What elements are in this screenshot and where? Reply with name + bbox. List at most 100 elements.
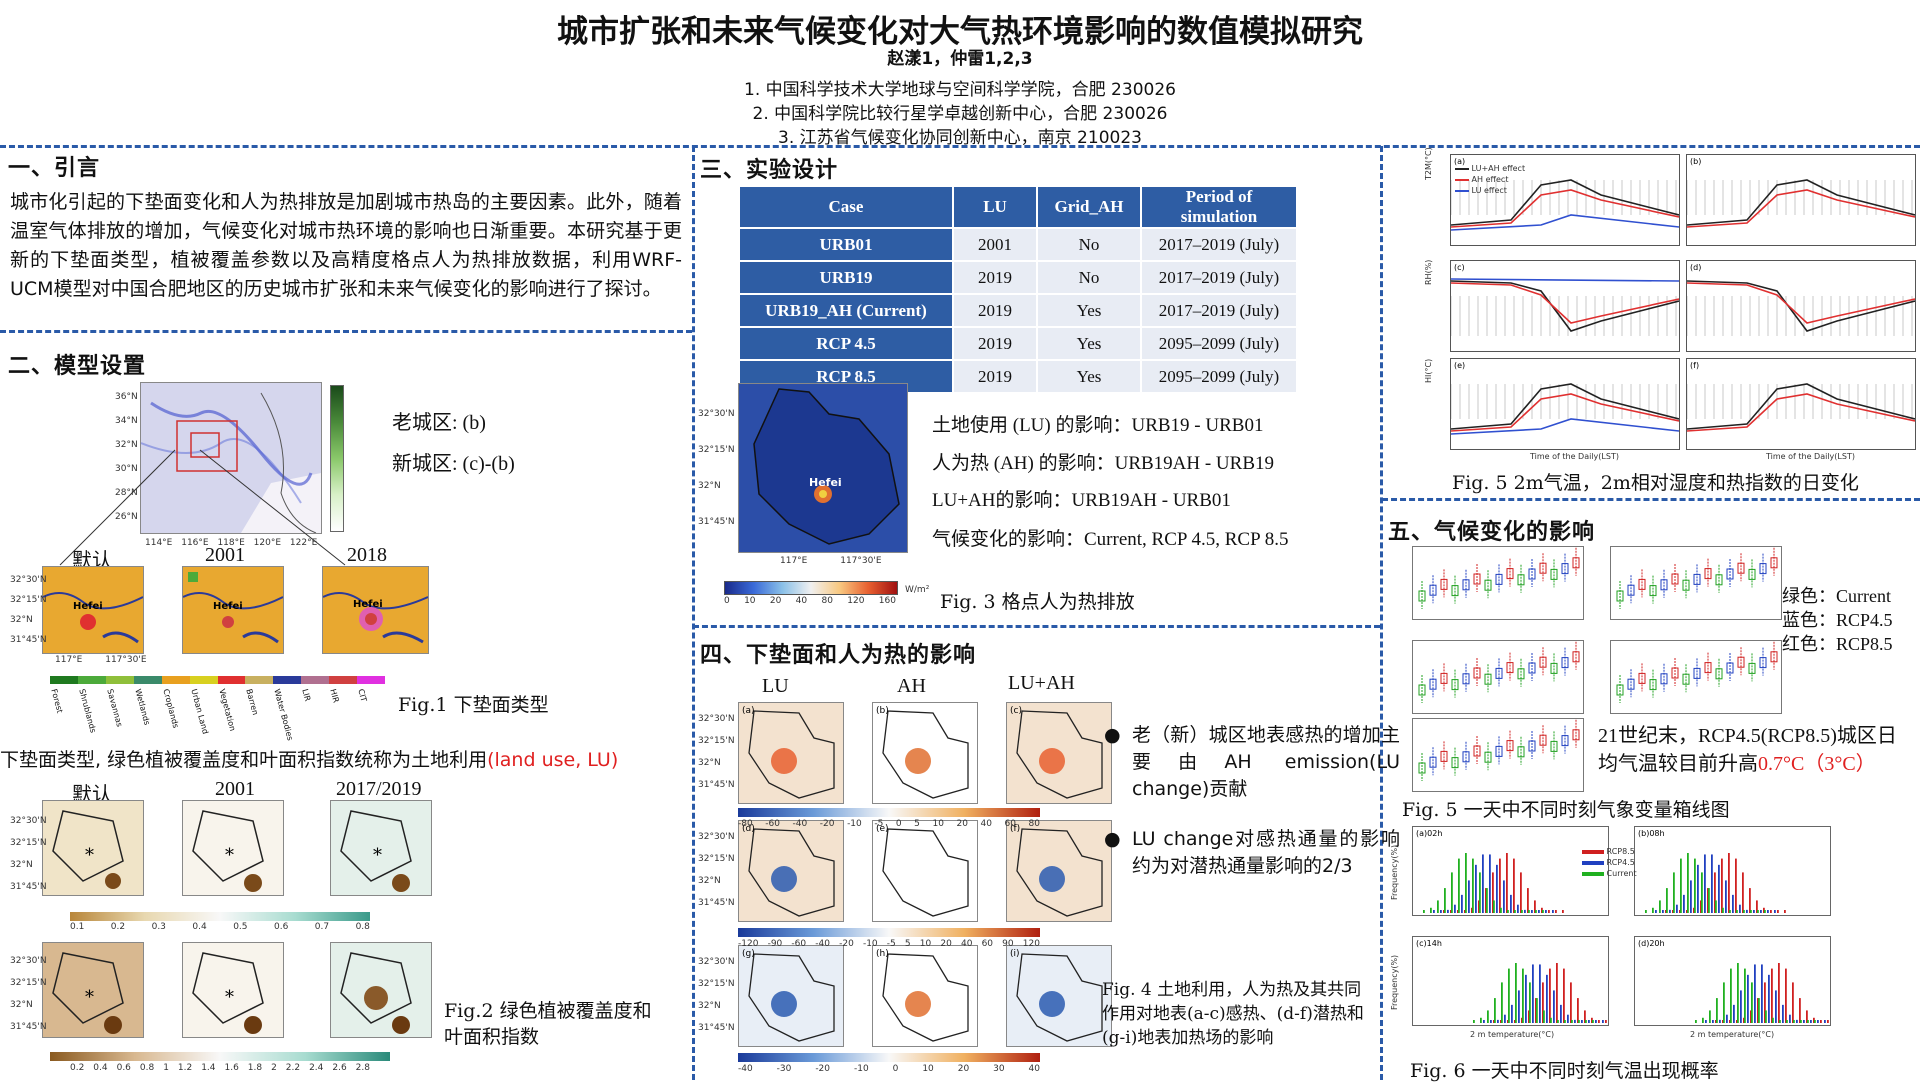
fig4-colorbar-c	[738, 1053, 1040, 1062]
color-legend: 绿色：Current 蓝色：RCP4.5 红色：RCP8.5	[1782, 584, 1893, 656]
table-cell: 2095–2099 (July)	[1140, 326, 1298, 361]
effect-lu-ah: LU+AH的影响：URB19AH - URB01	[932, 490, 1231, 511]
table-cell: 2019	[952, 326, 1038, 361]
fig5-box-panel-4	[1412, 718, 1584, 792]
colorbar-tick: 20	[940, 939, 952, 949]
cell-case: URB01	[738, 227, 954, 262]
poster-title: 城市扩张和未来气候变化对大气热环境影响的数值模拟研究	[557, 14, 1363, 50]
lu-legend-swatch	[105, 676, 134, 684]
lu-legend-swatch	[189, 676, 218, 684]
colorbar-tick: -60	[791, 939, 807, 949]
fig5-line-panel-d: (d)	[1686, 260, 1916, 352]
table-cell: No	[1036, 260, 1142, 295]
hist-panel-label: (d)20h	[1638, 939, 1665, 948]
table-cell: 2095–2099 (July)	[1140, 359, 1298, 394]
fig2-map-a: *	[42, 800, 144, 896]
colorbar-tick: 2.6	[332, 1063, 347, 1073]
colorbar-tick: 0.7	[314, 922, 330, 932]
colorbar-tick: 5	[904, 939, 911, 949]
lu-legend-label: Vegetation	[216, 688, 237, 732]
fig5-line-panel-c: (c)	[1450, 260, 1680, 352]
fig4-map-e: (e)	[872, 820, 978, 922]
fig2-map-e: *	[182, 942, 284, 1038]
fig1-caption: Fig.1 下垫面类型	[398, 694, 549, 716]
colorbar-tick: -80	[738, 819, 753, 829]
table-cell: Yes	[1036, 359, 1142, 394]
colorbar-tick: 10	[919, 939, 932, 949]
fig2-caption-b: 叶面积指数	[444, 1026, 540, 1048]
colorbar-tick: 1.6	[224, 1063, 239, 1073]
legend-lu: LU effect	[1455, 185, 1525, 196]
fig4-map-g: (g)	[738, 945, 844, 1047]
legend-lu-ah-text: LU+AH effect	[1471, 164, 1526, 173]
new-city-label: 新城区: (c)-(b)	[392, 453, 515, 475]
svg-text:(c): (c)	[1010, 706, 1022, 716]
svg-text:*: *	[373, 845, 382, 866]
colorbar-tick: 2.8	[355, 1063, 370, 1073]
fig1-label-2001: 2001	[205, 544, 245, 566]
bullet-2-text: LU change对感热通量的影响约为对潜热通量影响的2/3	[1132, 828, 1400, 877]
svg-text:Hefei: Hefei	[73, 601, 103, 612]
cell-case: URB19	[738, 260, 954, 295]
hist-legend-rcp45: RCP4.5	[1582, 857, 1637, 868]
affiliation-1: 1. 中国科学技术大学地球与空间科学学院，合肥 230026	[744, 80, 1176, 100]
legend-lu-text: LU effect	[1471, 186, 1507, 195]
table-cell: Yes	[1036, 326, 1142, 361]
hist-legend-current-text: Current	[1606, 869, 1637, 878]
colorbar-tick: -120	[738, 939, 759, 949]
fig6-hist-panel-2: (c)14h	[1412, 936, 1614, 1026]
svg-text:*: *	[85, 845, 94, 866]
colorbar-tick: 90	[1002, 939, 1014, 949]
fig4-colorbar-a	[738, 808, 1040, 817]
lu-legend-label: Croplands	[160, 688, 181, 730]
colorbar-tick: -40	[815, 939, 830, 949]
fig5-xlabel: Time of the Daily(LST)	[1766, 452, 1855, 461]
colorbar-tick: 60	[1004, 819, 1016, 829]
domain-map-svg	[140, 383, 321, 534]
lu-legend-label: HIR	[328, 688, 341, 704]
fig2-colorbar-2	[50, 1052, 390, 1061]
table-cell: 2017–2019 (July)	[1140, 293, 1298, 328]
colorbar-tick: 20	[956, 819, 968, 829]
colorbar-tick: -40	[792, 819, 808, 829]
legend-ah: AH effect	[1455, 174, 1525, 185]
lu-legend-label: Savannas	[105, 688, 124, 728]
fig5-ylabel: RH(%)	[1424, 259, 1433, 285]
bullet-1: ● 老（新）城区地表感热的增加主要由AH emission(LU change)…	[1104, 722, 1400, 803]
colorbar-tick: 40	[795, 596, 808, 606]
legend-ah-text: AH effect	[1471, 175, 1509, 184]
colorbar-tick: 0.6	[116, 1063, 131, 1073]
land-use-note-red: (land use, LU)	[487, 749, 619, 771]
table-cell: 2019	[952, 260, 1038, 295]
section-model-title: 二、模型设置	[8, 354, 147, 379]
fig5-line-panel-f: (f)	[1686, 358, 1916, 450]
hist-panel-label: (c)14h	[1416, 939, 1442, 948]
lu-legend-label: LIR	[300, 688, 313, 703]
lu-legend-swatch	[217, 676, 246, 684]
col-label-lu: LU	[762, 675, 789, 697]
colorbar-tick: 1.8	[247, 1063, 263, 1073]
legend-rcp85: 红色：RCP8.5	[1782, 634, 1893, 654]
colorbar-tick: 0.6	[273, 922, 289, 932]
hist-panel-label: (b)08h	[1638, 829, 1665, 838]
fig4-map-f: (f)	[1006, 820, 1112, 922]
fig4-map-i: (i)	[1006, 945, 1112, 1047]
colorbar-tick: -20	[839, 939, 854, 949]
lu-legend-label: CIT	[356, 688, 369, 703]
table-cell: 2019	[952, 293, 1038, 328]
intro-text: 城市化引起的下垫面变化和人为热排放是加剧城市热岛的主要因素。此外，随着温室气体排…	[10, 191, 682, 300]
svg-text:*: *	[85, 987, 94, 1008]
affiliation-3: 3. 江苏省气候变化协同创新中心，南京 210023	[778, 128, 1142, 148]
colorbar-tick: -90	[767, 939, 783, 949]
fig1-lon-ticks: 117°E 117°30'E	[55, 655, 147, 665]
fig6-xlabel: 2 m temperature(°C)	[1470, 1030, 1555, 1039]
col-label-ah: AH	[897, 675, 926, 697]
